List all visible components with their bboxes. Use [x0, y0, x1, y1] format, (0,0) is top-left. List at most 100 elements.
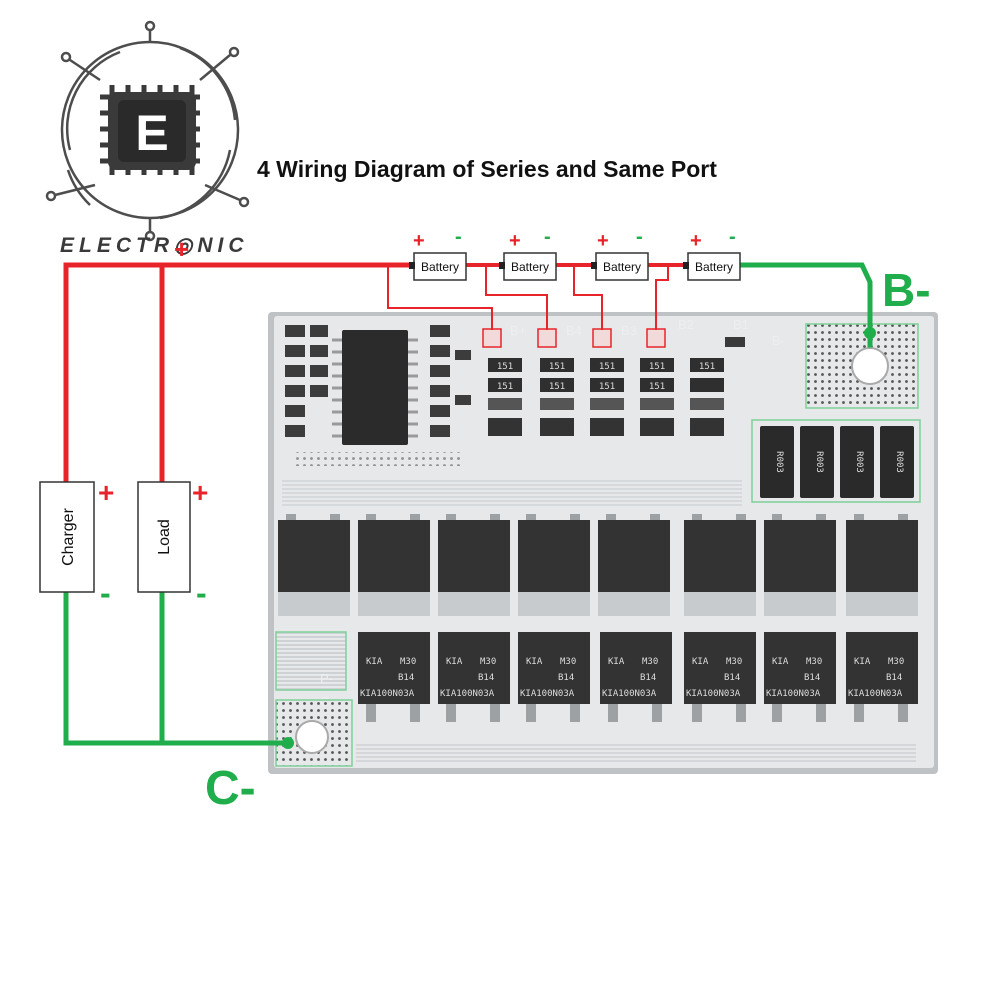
svg-text:M30: M30	[726, 657, 742, 667]
svg-text:KIA: KIA	[854, 657, 871, 667]
load-label: Load	[156, 519, 173, 555]
svg-text:151: 151	[549, 382, 565, 392]
battery-string: Battery + - Battery + - Battery + - Batt…	[409, 226, 741, 281]
svg-text:KIA100N03A: KIA100N03A	[520, 689, 575, 699]
svg-text:KIA: KIA	[526, 657, 543, 667]
svg-text:R003: R003	[854, 451, 864, 473]
svg-text:M30: M30	[642, 657, 658, 667]
svg-text:KIA: KIA	[608, 657, 625, 667]
charger-label: Charger	[60, 507, 77, 565]
logo-glyph: E	[135, 105, 168, 161]
svg-text:B14: B14	[724, 673, 740, 683]
shunt-resistors: R003 R003 R003 R003	[751, 419, 921, 503]
svg-text:B14: B14	[804, 673, 820, 683]
b-minus-label: B-	[882, 264, 931, 316]
svg-text:M30: M30	[806, 657, 822, 667]
svg-text:B14: B14	[478, 673, 494, 683]
smd-left-cluster	[285, 325, 471, 437]
svg-text:B14: B14	[398, 673, 414, 683]
pad-b4	[537, 328, 557, 348]
svg-text:-: -	[455, 226, 462, 248]
c-minus-wire	[63, 589, 293, 746]
logo-circuit-rings	[45, 20, 250, 242]
svg-text:B14: B14	[640, 673, 656, 683]
svg-text:KIA100N03A: KIA100N03A	[686, 689, 741, 699]
diagram-title: 4 Wiring Diagram of Series and Same Port	[257, 156, 717, 182]
svg-text:151: 151	[699, 362, 715, 372]
svg-text:R003: R003	[774, 451, 784, 473]
svg-text:KIA100N03A: KIA100N03A	[360, 689, 415, 699]
svg-text:+: +	[509, 230, 521, 252]
logo-wordmark: ELECTR◎NIC	[60, 234, 249, 257]
svg-text:M30: M30	[480, 657, 496, 667]
charger: Charger + -	[39, 477, 114, 611]
load: Load + -	[137, 477, 208, 611]
svg-text:151: 151	[599, 362, 615, 372]
b-minus-wire	[737, 262, 873, 348]
svg-text:+: +	[690, 230, 702, 252]
svg-text:KIA100N03A: KIA100N03A	[848, 689, 903, 699]
svg-text:M30: M30	[560, 657, 576, 667]
load-minus: -	[196, 575, 207, 611]
svg-text:KIA: KIA	[692, 657, 709, 667]
b-minus-terminal-pad	[805, 323, 919, 409]
logo: E ELECTR◎NIC	[45, 20, 250, 257]
positive-wire-main	[63, 262, 417, 485]
bms-controller-ic	[332, 330, 418, 445]
svg-text:KIA100N03A: KIA100N03A	[602, 689, 657, 699]
battery-4: Battery + -	[683, 226, 741, 281]
bms-board: B+ B4 B3 B2 B1 B- 151 151 151 151	[268, 312, 938, 774]
svg-text:M30: M30	[888, 657, 904, 667]
battery-3: Battery + -	[591, 226, 649, 281]
svg-text:Battery: Battery	[695, 260, 733, 274]
pad-b1	[725, 337, 745, 347]
pad-label-b-minus: B-	[772, 333, 785, 348]
svg-text:+: +	[413, 230, 425, 252]
svg-text:KIA: KIA	[772, 657, 789, 667]
svg-text:-: -	[636, 226, 643, 248]
svg-text:151: 151	[649, 362, 665, 372]
battery-1: Battery + -	[409, 226, 467, 281]
pad-label-b3: B3	[621, 323, 637, 338]
svg-text:151: 151	[649, 382, 665, 392]
svg-text:-: -	[729, 226, 736, 248]
pad-b-plus	[482, 328, 502, 348]
svg-text:151: 151	[599, 382, 615, 392]
top-plus-sign: +	[174, 234, 189, 264]
svg-text:151: 151	[497, 362, 513, 372]
svg-text:-: -	[544, 226, 551, 248]
svg-text:M30: M30	[400, 657, 416, 667]
charger-plus: +	[98, 477, 114, 508]
battery-2: Battery + -	[499, 226, 557, 281]
pad-b3	[592, 328, 612, 348]
svg-text:KIA100N03A: KIA100N03A	[766, 689, 821, 699]
pad-label-b2: B2	[678, 317, 694, 332]
pad-label-b-plus: B+	[510, 323, 526, 338]
svg-text:R003: R003	[814, 451, 824, 473]
mosfet-row-bottom: KIA M30 B14 KIA100N03A KIA M30 B14 KIA100N…	[358, 632, 918, 722]
c-minus-label: C-	[205, 762, 256, 815]
logo-chip: E	[100, 85, 200, 175]
pad-label-b4: B4	[566, 323, 582, 338]
svg-text:+: +	[597, 230, 609, 252]
svg-text:151: 151	[497, 382, 513, 392]
svg-text:B14: B14	[886, 673, 902, 683]
svg-text:Battery: Battery	[603, 260, 641, 274]
pad-b2	[646, 328, 666, 348]
balance-pads: B+ B4 B3 B2 B1 B-	[482, 317, 785, 348]
svg-text:KIA100N03A: KIA100N03A	[440, 689, 495, 699]
charger-minus: -	[100, 575, 111, 611]
svg-text:B14: B14	[558, 673, 574, 683]
svg-text:151: 151	[549, 362, 565, 372]
svg-text:KIA: KIA	[366, 657, 383, 667]
svg-text:Battery: Battery	[421, 260, 459, 274]
balance-resistors: 151 151 151 151 151 151 151 151	[488, 358, 724, 436]
pad-label-b1: B1	[733, 317, 749, 332]
mosfet-row-top	[278, 514, 918, 616]
c-minus-terminal-pad	[275, 699, 353, 767]
load-plus: +	[192, 477, 208, 508]
svg-text:R003: R003	[894, 451, 904, 473]
svg-text:KIA: KIA	[446, 657, 463, 667]
svg-text:P-: P-	[320, 671, 333, 686]
